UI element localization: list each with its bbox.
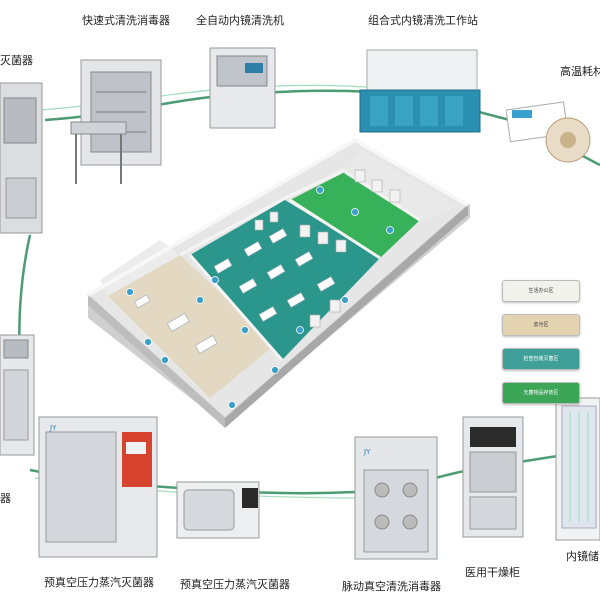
legend-office: 生活办公区 (502, 280, 580, 302)
wall-2 (188, 254, 284, 361)
wall-1 (179, 168, 346, 257)
label-combined-workstation: 组合式内镜清洗工作站 (368, 14, 478, 27)
label-left-bottom-device: 器 (0, 492, 11, 505)
label-endoscope-storage: 内镜储 (566, 550, 599, 563)
wall-3 (289, 198, 381, 260)
vacuum-steam-sterilizer-table-illustration (176, 481, 260, 539)
label-fast-washer: 快速式清洗消毒器 (82, 14, 170, 27)
svg-text:JY: JY (363, 448, 371, 456)
label-vacuum-steam-sterilizer-table: 预真空压力蒸汽灭菌器 (180, 578, 290, 591)
floor-side-right (225, 205, 468, 428)
label-auto-endoscope-washer: 全自动内镜清洗机 (196, 14, 284, 27)
workstations (134, 228, 336, 354)
wall-equipment (254, 169, 401, 328)
label-vacuum-steam-sterilizer-large: 预真空压力蒸汽灭菌器 (44, 576, 154, 589)
endoscope-storage-illustration (555, 397, 600, 541)
zone-dirty (108, 255, 275, 398)
vacuum-steam-sterilizer-large-illustration: JY (38, 416, 158, 558)
legend-inspection: 检查包装灭菌区 (502, 348, 580, 370)
left-middle-cabinet-illustration (0, 334, 35, 456)
legend-sterile: 无菌物品存放区 (502, 382, 580, 404)
zone-legend: 生活办公区 去污区 检查包装灭菌区 无菌物品存放区 (502, 280, 580, 416)
auto-endoscope-washer-illustration (209, 47, 276, 129)
combined-workstation-illustration (359, 49, 481, 133)
pulse-vacuum-washer-illustration: JY (354, 436, 438, 560)
label-sterilizer-left-top: 灭菌器 (0, 54, 33, 67)
fast-washer-illustration (70, 59, 162, 184)
zone-office-right (345, 150, 458, 222)
zone-markers (126, 186, 394, 409)
label-medical-dryer: 医用干燥柜 (465, 566, 520, 579)
zone-inspection (190, 200, 380, 360)
floor-side-front (88, 295, 225, 428)
label-pulse-vacuum-washer: 脉动真空清洗消毒器 (342, 580, 441, 593)
medical-dryer-illustration (462, 416, 524, 538)
legend-dirty: 去污区 (502, 314, 580, 336)
high-temp-consumables-illustration (506, 101, 591, 163)
label-high-temp-consumables: 高温耗材 (560, 65, 600, 78)
svg-text:JY: JY (49, 424, 57, 432)
wall-outer-top (86, 137, 469, 297)
sterilizer-left-top-illustration (0, 82, 43, 234)
